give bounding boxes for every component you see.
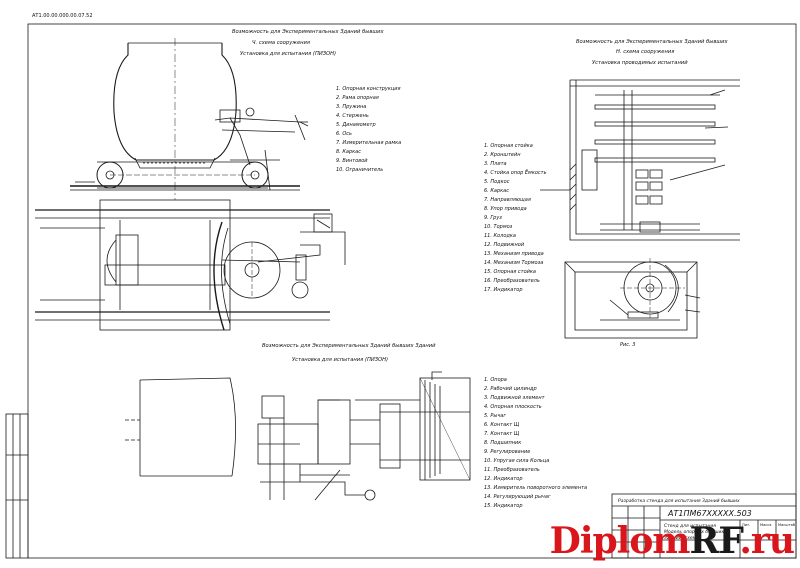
title-block-name-2: Модель опорных бывших (664, 529, 724, 535)
legend-item: 3. Плита (484, 161, 507, 167)
legend-item: 3. Пружина (336, 104, 366, 110)
watermark-part-1: Diplom (549, 520, 691, 562)
right-lower-view (564, 258, 701, 339)
legend-item: 1. Опорная конструкция (336, 86, 401, 92)
legend-item: 12. Индикатор (484, 476, 523, 482)
legend-item: 10. Ограничитель (336, 167, 383, 173)
legend-item: 3. Подвижной элемент (484, 395, 546, 401)
title-block-cell: Масса (760, 523, 771, 527)
legend-item: 7. Контакт Щ (484, 431, 520, 437)
legend-bottom: 1. Опора 2. Рабочий цилиндр 3. Подвижной… (484, 377, 587, 509)
legend-item: 8. Упор привода (484, 206, 527, 212)
title-block-cell: Лит. (742, 523, 750, 527)
legend-item: 9. Винтовой (336, 158, 368, 164)
legend-item: 5. Рычаг (484, 413, 506, 419)
legend-item: 4. Стойка опор Ёмкость (484, 169, 547, 176)
figure-label: Рис. 3 (620, 342, 635, 348)
legend-item: 6. Контакт Щ (484, 422, 520, 428)
title-block-doc-code: АТ1ПМ67ХХХХХ.503 (667, 509, 752, 518)
title-bottom-2: Установка для испытания (ПИЗОН) (292, 357, 388, 363)
watermark-logo: DiplomRF.ru (549, 520, 795, 562)
legend-item: 2. Рама опорная (336, 95, 379, 101)
legend-item: 11. Преобразователь (484, 467, 540, 473)
top-right-view (540, 79, 740, 241)
bottom-view (125, 371, 471, 501)
legend-item: 1. Опорная стойка (484, 143, 533, 149)
legend-item: 16. Преобразователь (484, 278, 540, 284)
legend-item: 10. Упругая сила Кольца (484, 458, 549, 464)
legend-item: 5. Динамометр (336, 122, 376, 128)
corner-code: АТ1.00.00.000.00.07.52 (32, 13, 93, 19)
legend-item: 7. Измерительная рамка (336, 140, 401, 146)
legend-item: 15. Индикатор (484, 503, 523, 509)
legend-item: 4. Стержень (336, 113, 369, 119)
watermark-part-2: RF (689, 520, 740, 562)
legend-item: 13. Измеритель поворотного элемента (484, 485, 587, 491)
title-top-left-3: Установка для испытания (ПИЗОН) (240, 51, 336, 57)
middle-left-view (35, 199, 346, 331)
legend-item: 14. Регулирующий рычаг (484, 494, 551, 500)
title-top-right-3: Установка проводимых испытаний (592, 60, 688, 66)
legend-item: 2. Рабочий цилиндр (484, 386, 537, 392)
legend-item: 15. Опорная стойка (484, 269, 536, 275)
title-block-cell: Масштаб (778, 523, 796, 527)
watermark-part-3: .ru (739, 520, 795, 562)
legend-item: 8. Подшипник (484, 440, 521, 446)
title-block-name-1: Стенд для испытания (664, 523, 716, 529)
title-bottom-1: Возможность для Экспериментальных Зданий… (262, 343, 436, 349)
legend-item: 9. Груз (484, 215, 502, 221)
legend-item: 13. Механизм привода (484, 251, 544, 257)
legend-item: 17. Индикатор (484, 287, 523, 293)
legend-item: 11. Колодка (484, 233, 516, 239)
legend-item: 1. Опора (484, 377, 507, 383)
title-top-left-2: Ч. схема сооружения (252, 40, 310, 46)
legend-item: 2. Кронштейн (484, 152, 521, 158)
sheet-frame (27, 23, 797, 559)
top-left-view (70, 38, 309, 200)
binding-strip (5, 413, 29, 559)
legend-item: 12. Подвижной (484, 242, 525, 248)
legend-item: 9. Регулирование (484, 449, 530, 455)
legend-item: 6. Каркас (484, 188, 509, 194)
legend-right: 1. Опорная стойка 2. Кронштейн 3. Плита … (484, 143, 547, 293)
legend-top-left: 1. Опорная конструкция 2. Рама опорная 3… (336, 86, 401, 173)
legend-item: 4. Опорная плоскость (484, 404, 542, 410)
title-top-right-2: Н. схема сооружения (616, 49, 674, 55)
legend-item: 10. Тормоз (484, 224, 513, 230)
title-top-right-1: Возможность для Экспериментальных Зданий… (576, 39, 729, 45)
legend-item: 7. Направляющая (484, 197, 531, 203)
title-block (611, 493, 797, 559)
title-block-header: Разработка стенда для испытания Зданий б… (618, 498, 740, 504)
legend-item: 14. Механизм Тормоза (484, 260, 543, 266)
title-block-name-3: Зданий (схемы) (664, 535, 702, 541)
legend-item: 5. Подкос (484, 179, 510, 185)
legend-item: 8. Каркас (336, 149, 361, 155)
title-top-left-1: Возможность для Экспериментальных Зданий… (232, 29, 385, 35)
legend-item: 6. Ось (336, 131, 352, 137)
